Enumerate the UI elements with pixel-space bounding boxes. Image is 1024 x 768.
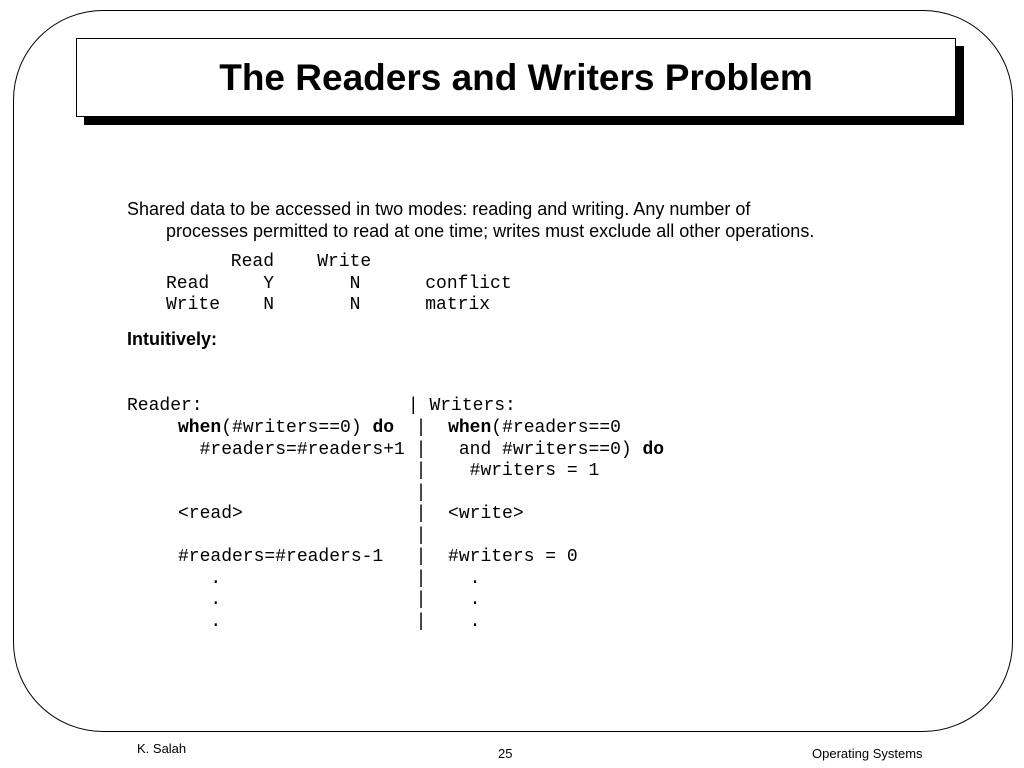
code-line-11: . | .	[178, 611, 481, 632]
code-line-6: <read> | <write>	[178, 504, 524, 524]
intro-line-2: processes permitted to read at one time;…	[166, 221, 815, 241]
slide-frame	[13, 10, 1013, 732]
matrix-header: Read Write	[166, 252, 372, 272]
footer-course: Operating Systems	[812, 746, 923, 761]
keyword-when: when	[178, 418, 222, 438]
keyword-do: do	[642, 439, 665, 460]
intro-paragraph: Shared data to be accessed in two modes:…	[127, 198, 917, 242]
conflict-matrix: Read Write Read Y N conflict Write N N m…	[166, 252, 512, 317]
intro-line-1: Shared data to be accessed in two modes:…	[127, 199, 751, 219]
code-line-9: . | .	[178, 568, 481, 589]
code-line-1: Reader: | Writers:	[127, 396, 516, 416]
intuitively-heading: Intuitively:	[127, 329, 218, 349]
matrix-row-write: Write N N matrix	[166, 295, 491, 315]
code-line-3: #readers=#readers+1 | and #writers==0) d…	[178, 439, 665, 460]
footer-page-number: 25	[498, 746, 513, 761]
code-line-10: . | .	[178, 590, 481, 610]
code-line-8: #readers=#readers-1 | #writers = 0	[178, 547, 578, 567]
keyword-when: when	[448, 418, 492, 438]
code-line-2: when(#writers==0) do | when(#readers==0	[178, 418, 621, 438]
footer-author: K. Salah	[137, 741, 187, 756]
title-box: The Readers and Writers Problem	[76, 38, 956, 117]
code-line-4: | #writers = 1	[178, 461, 600, 481]
keyword-do: do	[372, 418, 395, 438]
matrix-row-read: Read Y N conflict	[166, 273, 512, 294]
code-line-7: |	[178, 525, 427, 546]
slide-title: The Readers and Writers Problem	[219, 56, 813, 98]
code-line-5: |	[178, 482, 427, 503]
code-block: when(#writers==0) do | when(#readers==0 …	[178, 418, 664, 633]
